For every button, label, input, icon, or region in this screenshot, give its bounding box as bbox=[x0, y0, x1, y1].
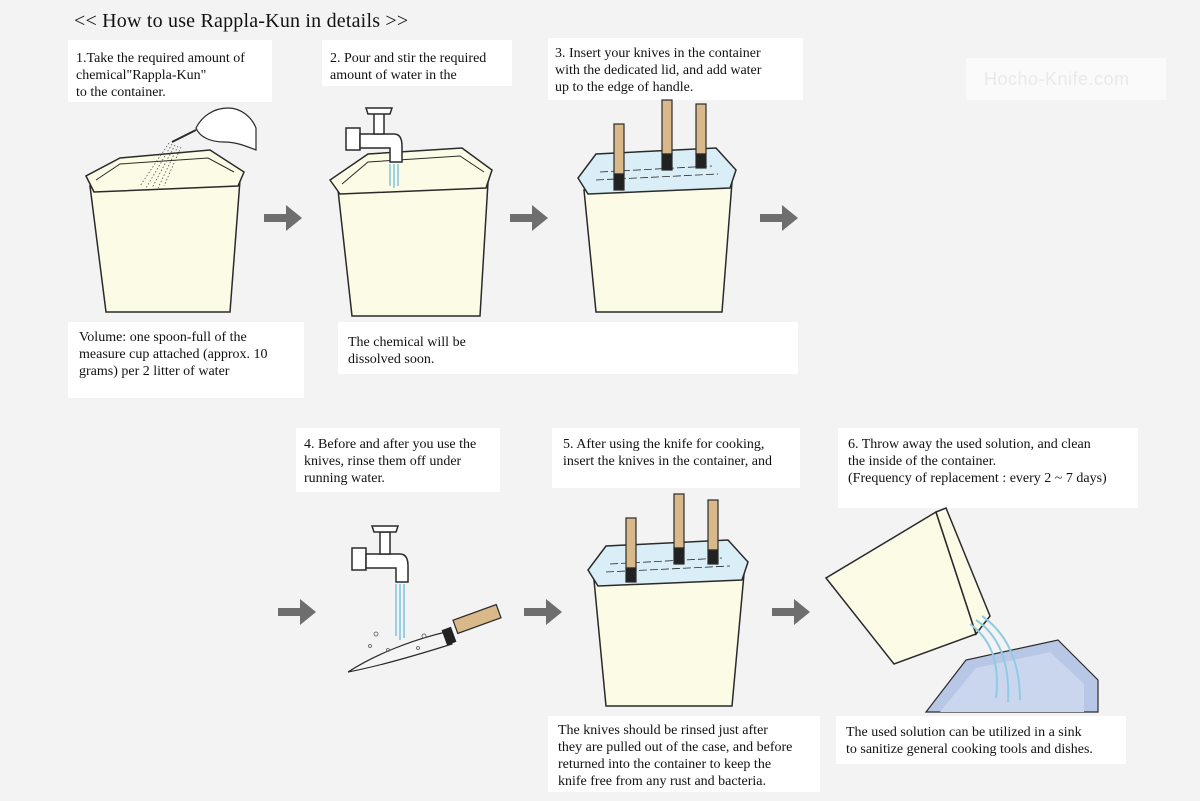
step2-heading-line: amount of water in the bbox=[330, 68, 457, 83]
step1-note-line: measure cup attached (approx. 10 bbox=[79, 347, 268, 362]
step6-heading-line: the inside of the container. bbox=[848, 454, 997, 469]
step5-note-line: knife free from any rust and bacteria. bbox=[558, 774, 766, 789]
watermark-text: Hocho-Knife.com bbox=[984, 69, 1130, 89]
step6-note: The used solution can be utilized in a s… bbox=[846, 724, 1093, 758]
step5-heading-line: insert the knives in the container, and bbox=[563, 454, 772, 469]
step1-note: Volume: one spoon-full of the measure cu… bbox=[79, 329, 268, 380]
step2-note-line: The chemical will be bbox=[348, 335, 466, 350]
watermark: Hocho-Knife.com bbox=[966, 58, 1166, 100]
step3-heading: 3. Insert your knives in the container w… bbox=[555, 45, 761, 96]
step6-heading-panel bbox=[838, 428, 1138, 508]
arrow-right-icon bbox=[510, 205, 548, 231]
step5-heading: 5. After using the knife for cooking, in… bbox=[563, 436, 772, 470]
knife-icon bbox=[347, 603, 502, 673]
arrow-right-icon bbox=[760, 205, 798, 231]
step2-heading: 2. Pour and stir the required amount of … bbox=[330, 50, 486, 84]
step1-note-panel bbox=[68, 322, 304, 398]
step5-note-line: they are pulled out of the case, and bef… bbox=[558, 740, 793, 755]
faucet-icon bbox=[351, 525, 409, 583]
arrow-right-icon bbox=[278, 599, 316, 625]
page-title: << How to use Rappla-Kun in details >> bbox=[74, 10, 409, 32]
water-stream bbox=[969, 615, 1021, 703]
container-icon bbox=[85, 149, 245, 313]
step2-note-line: dissolved soon. bbox=[348, 352, 435, 367]
step4-heading-panel bbox=[296, 428, 500, 492]
step5-note-panel bbox=[548, 716, 820, 792]
container-icon bbox=[328, 147, 493, 317]
step1-heading-line: chemical"Rappla-Kun" bbox=[76, 68, 207, 83]
step5-heading-panel bbox=[552, 428, 800, 488]
step5-note-line: returned into the container to keep the bbox=[558, 757, 772, 772]
step2-note: The chemical will be dissolved soon. bbox=[348, 334, 466, 368]
container-icon bbox=[577, 147, 737, 313]
knife-icon bbox=[613, 99, 707, 191]
faucet-icon bbox=[345, 107, 403, 163]
step5-heading-line: 5. After using the knife for cooking, bbox=[563, 437, 765, 452]
arrow-right-icon bbox=[264, 205, 302, 231]
sink-icon bbox=[924, 639, 1099, 713]
powder-stream bbox=[139, 142, 182, 189]
step5-note: The knives should be rinsed just after t… bbox=[558, 722, 792, 790]
water-stream bbox=[395, 584, 405, 640]
knife-icon bbox=[625, 493, 719, 583]
arrow-right-icon bbox=[772, 599, 810, 625]
step1-note-line: grams) per 2 litter of water bbox=[79, 364, 230, 379]
step1-heading-panel bbox=[68, 40, 272, 102]
step6-heading: 6. Throw away the used solution, and cle… bbox=[848, 436, 1107, 487]
step5-note-line: The knives should be rinsed just after bbox=[558, 723, 768, 738]
step6-note-panel bbox=[836, 716, 1126, 764]
step3-heading-line: up to the edge of handle. bbox=[555, 80, 694, 95]
container-icon bbox=[587, 539, 749, 707]
arrow-right-icon bbox=[524, 599, 562, 625]
step2-heading-panel bbox=[322, 40, 512, 86]
step4-heading-line: knives, rinse them off under bbox=[304, 454, 462, 469]
step4-heading-line: 4. Before and after you use the bbox=[304, 437, 477, 452]
step6-note-line: The used solution can be utilized in a s… bbox=[846, 725, 1082, 740]
step6-heading-line: (Frequency of replacement : every 2 ~ 7 … bbox=[848, 471, 1107, 486]
step1-heading: 1.Take the required amount of chemical"R… bbox=[76, 50, 245, 101]
step1-note-line: Volume: one spoon-full of the bbox=[79, 330, 247, 345]
hand-icon bbox=[171, 107, 257, 151]
step2-note-panel bbox=[338, 322, 798, 374]
step2-heading-line: 2. Pour and stir the required bbox=[330, 51, 487, 66]
step6-note-line: to sanitize general cooking tools and di… bbox=[846, 742, 1093, 757]
step4-heading: 4. Before and after you use the knives, … bbox=[304, 436, 476, 487]
step4-heading-line: running water. bbox=[304, 471, 385, 486]
step3-heading-line: 3. Insert your knives in the container bbox=[555, 46, 761, 61]
water-stream bbox=[389, 164, 399, 188]
container-icon bbox=[824, 507, 991, 665]
step6-heading-line: 6. Throw away the used solution, and cle… bbox=[848, 437, 1091, 452]
step1-heading-line: 1.Take the required amount of bbox=[76, 51, 245, 66]
step3-heading-line: with the dedicated lid, and add water bbox=[555, 63, 762, 78]
step1-heading-line: to the container. bbox=[76, 85, 166, 100]
step3-heading-panel bbox=[548, 38, 803, 100]
